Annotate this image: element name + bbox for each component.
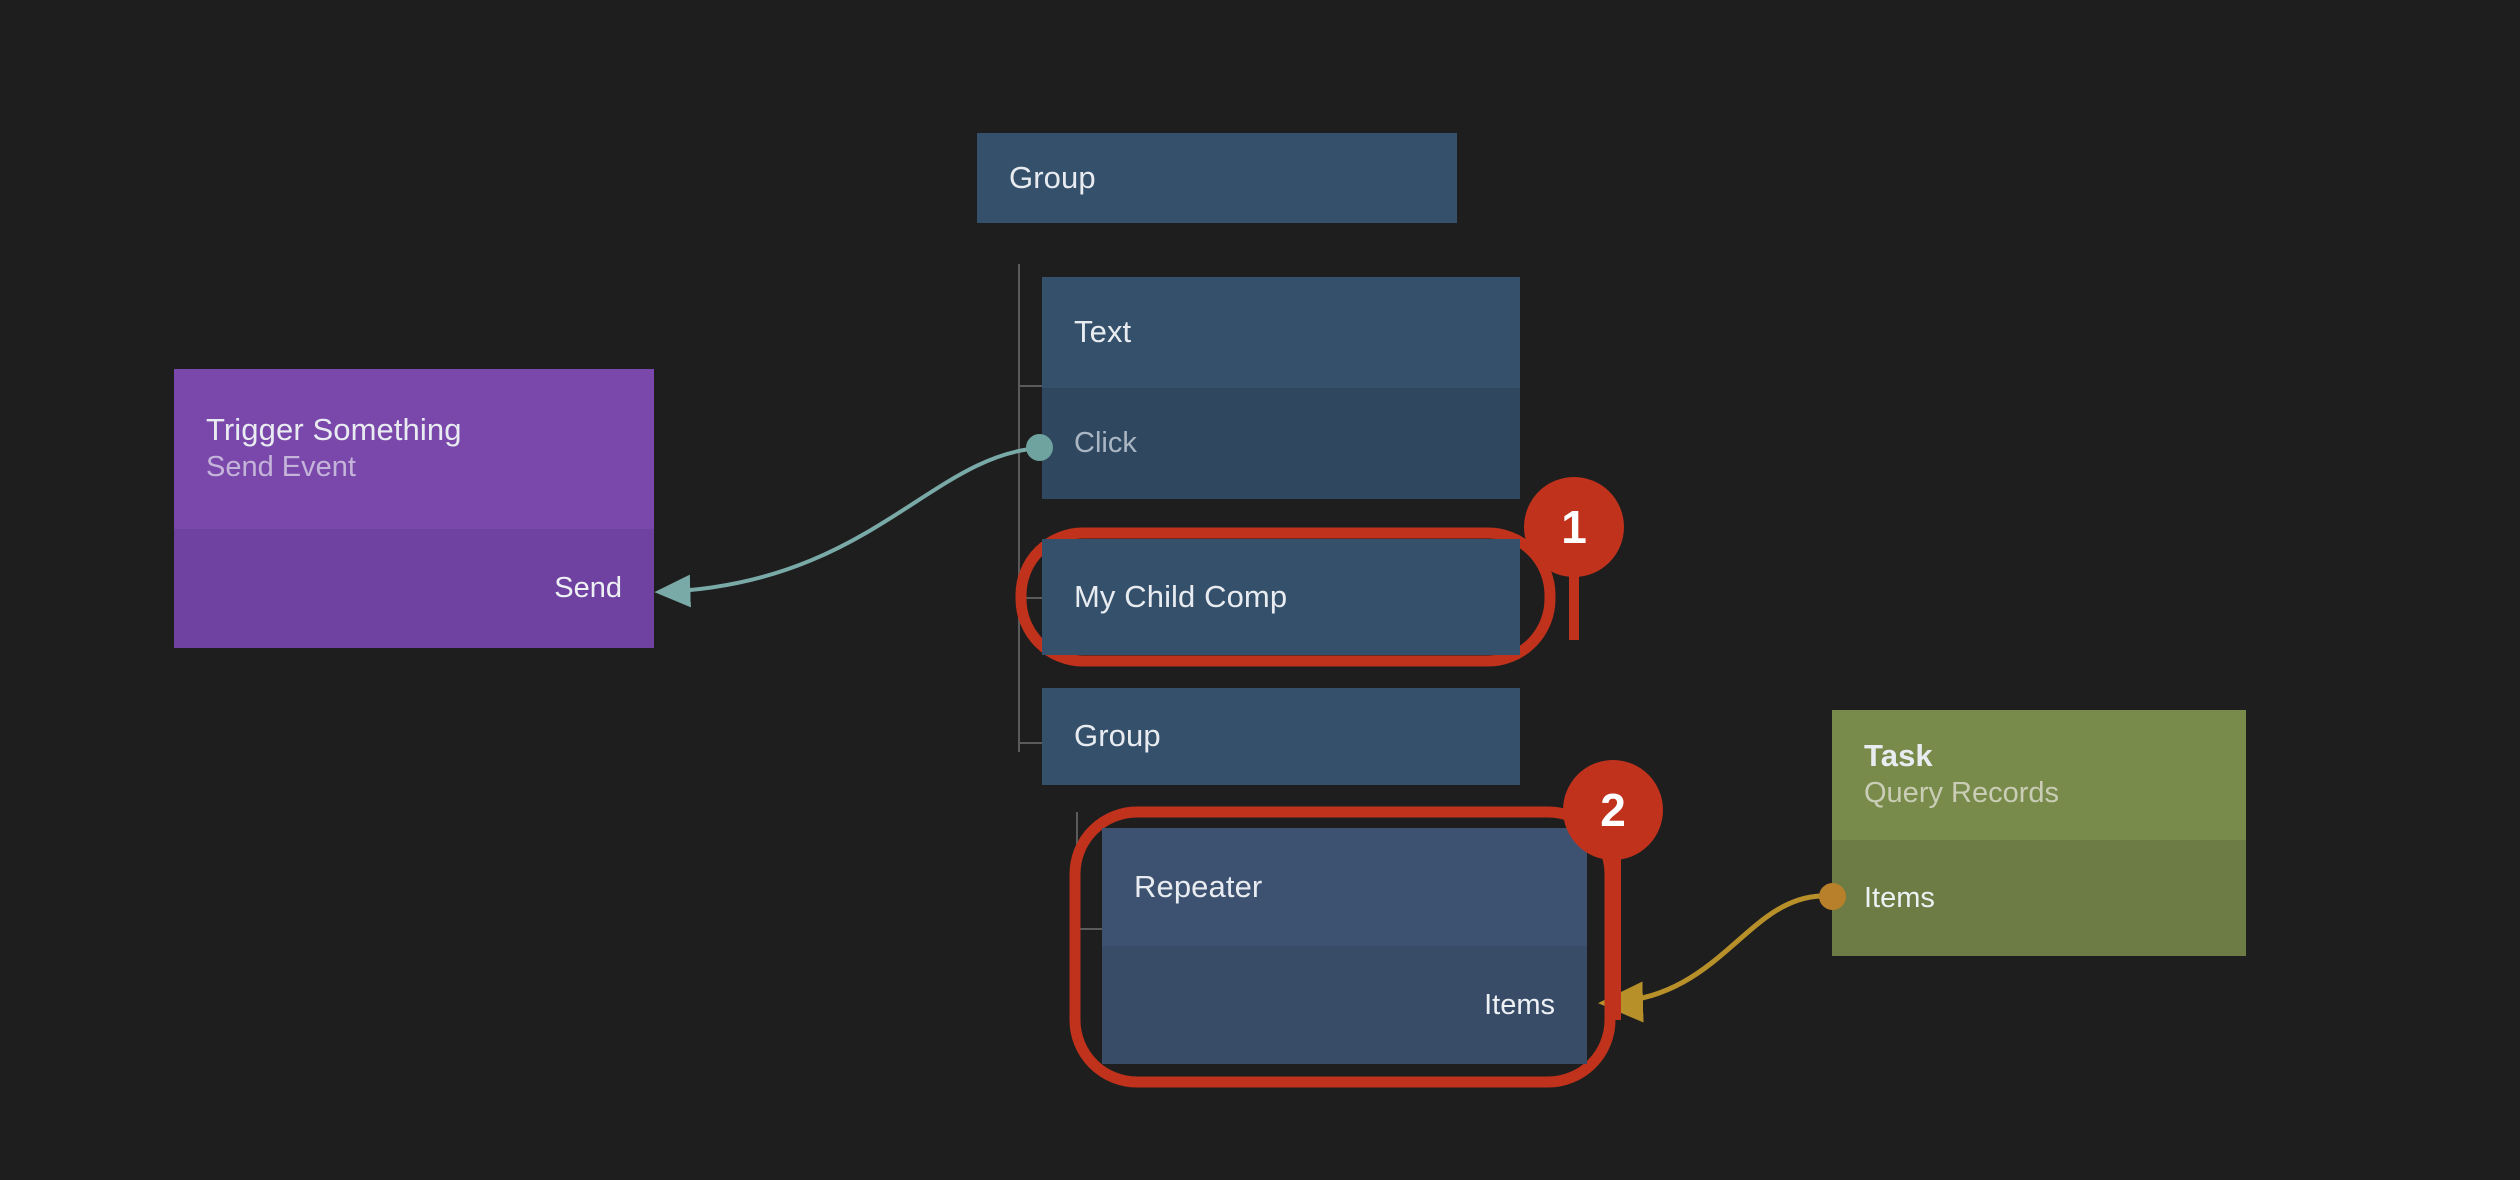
repeater-header: Repeater bbox=[1102, 828, 1587, 946]
text-node-port-click-dot[interactable] bbox=[1026, 434, 1053, 461]
text-node-ports: Click bbox=[1042, 388, 1520, 499]
text-node-header: Text bbox=[1042, 277, 1520, 388]
task-subtitle: Query Records bbox=[1864, 777, 2060, 810]
wire-click-to-send bbox=[654, 446, 1041, 608]
text-node-port-click-label[interactable]: Click bbox=[1074, 427, 1137, 459]
text-node-title: Text bbox=[1074, 314, 1132, 350]
tree-guide-line-vertical-main bbox=[1018, 264, 1020, 752]
task-port-items-dot[interactable] bbox=[1819, 883, 1846, 910]
annotation-2-badge: 2 bbox=[1563, 760, 1663, 860]
wire-task-items-to-repeater-items bbox=[1598, 893, 1821, 1023]
trigger-something-subtitle: Send Event bbox=[206, 451, 356, 484]
repeater-ports: Items bbox=[1102, 946, 1587, 1064]
group-child-header: Group bbox=[1042, 688, 1520, 785]
my-child-comp-header: My Child Comp bbox=[1042, 539, 1520, 655]
my-child-comp-title: My Child Comp bbox=[1074, 578, 1288, 614]
task-header: Task Query Records bbox=[1832, 710, 2246, 840]
task-port-items-label[interactable]: Items bbox=[1864, 881, 1935, 914]
tree-guide-stub-group-child bbox=[1018, 742, 1044, 744]
trigger-something-title: Trigger Something bbox=[206, 412, 462, 448]
task-title: Task bbox=[1864, 738, 1933, 774]
group-root-node[interactable]: Group bbox=[977, 133, 1457, 223]
annotation-1-badge: 1 bbox=[1524, 477, 1624, 577]
group-child-title: Group bbox=[1074, 718, 1161, 754]
task-ports: Items bbox=[1832, 840, 2246, 956]
group-root-header: Group bbox=[977, 133, 1457, 223]
annotation-1-label: 1 bbox=[1561, 501, 1587, 553]
repeater-port-items-label[interactable]: Items bbox=[1484, 988, 1555, 1021]
text-node[interactable]: Text Click bbox=[1042, 277, 1520, 499]
tree-guide-stub-repeater bbox=[1076, 928, 1102, 930]
tree-guide-line-vertical-repeater bbox=[1076, 812, 1078, 932]
tree-guide-stub-text bbox=[1018, 385, 1044, 387]
repeater-node[interactable]: Repeater Items bbox=[1102, 828, 1587, 1064]
trigger-something-port-send-label[interactable]: Send bbox=[554, 572, 622, 604]
my-child-comp-node[interactable]: My Child Comp bbox=[1042, 539, 1520, 655]
tree-guide-stub-my-child-comp bbox=[1018, 597, 1044, 599]
annotation-2-label: 2 bbox=[1600, 784, 1626, 836]
trigger-something-node[interactable]: Trigger Something Send Event Send bbox=[174, 369, 654, 648]
task-node[interactable]: Task Query Records Items bbox=[1832, 710, 2246, 956]
repeater-title: Repeater bbox=[1134, 868, 1263, 904]
group-child-node[interactable]: Group bbox=[1042, 688, 1520, 785]
trigger-something-ports: Send bbox=[174, 529, 654, 648]
trigger-something-header: Trigger Something Send Event bbox=[174, 369, 654, 529]
group-root-title: Group bbox=[1009, 159, 1096, 195]
